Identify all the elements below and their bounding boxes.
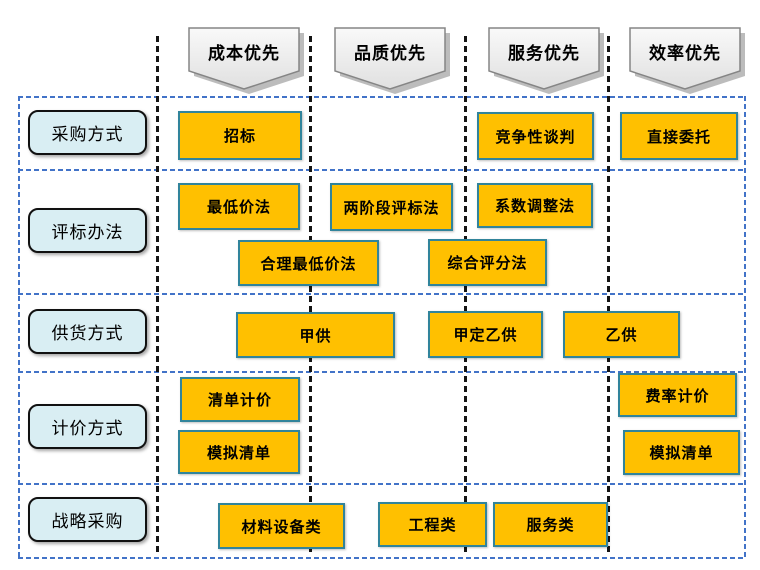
box-direct-commission: 直接委托 xyxy=(620,112,738,160)
frame-right-line xyxy=(744,96,746,559)
banner-efficiency-priority: 效率优先 xyxy=(628,26,748,96)
banner-label: 效率优先 xyxy=(649,43,721,63)
box-lowest-price-method: 最低价法 xyxy=(178,183,300,230)
row-divider-line xyxy=(18,293,745,295)
box-rate-pricing: 费率计价 xyxy=(618,373,737,417)
box-coefficient-adjustment: 系数调整法 xyxy=(477,183,593,228)
box-reasonable-lowest-price: 合理最低价法 xyxy=(238,240,379,286)
box-tender: 招标 xyxy=(178,111,302,160)
row-divider-line xyxy=(18,483,745,485)
banner-quality-priority: 品质优先 xyxy=(333,26,453,96)
box-contractor-supply: 乙供 xyxy=(563,311,680,358)
box-comprehensive-scoring: 综合评分法 xyxy=(428,239,547,286)
row-label-pricing-method: 计价方式 xyxy=(28,404,147,449)
row-label-evaluation-method: 评标办法 xyxy=(28,208,147,253)
banner-service-priority: 服务优先 xyxy=(487,26,607,96)
row-label-strategic-procurement: 战略采购 xyxy=(28,497,147,542)
row-label-procurement-method: 采购方式 xyxy=(28,110,147,155)
banner-shape xyxy=(629,27,741,90)
banner-label: 品质优先 xyxy=(354,43,426,63)
box-competitive-negotiation: 竞争性谈判 xyxy=(477,112,594,160)
row-divider-line xyxy=(18,96,745,98)
box-materials-equipment: 材料设备类 xyxy=(218,503,345,549)
banner-shape xyxy=(188,27,300,90)
column-divider-line xyxy=(156,36,159,556)
row-divider-line xyxy=(18,557,745,559)
box-owner-designated-supply: 甲定乙供 xyxy=(428,311,543,358)
box-owner-supply: 甲供 xyxy=(236,312,395,358)
box-engineering: 工程类 xyxy=(378,502,487,547)
box-simulated-boq-cost: 模拟清单 xyxy=(178,430,300,474)
box-simulated-boq-efficiency: 模拟清单 xyxy=(623,430,740,475)
banner-label: 服务优先 xyxy=(508,43,580,63)
column-divider-line xyxy=(607,36,610,556)
banner-shape xyxy=(334,27,446,90)
frame-left-line xyxy=(18,96,20,559)
box-boq-pricing: 清单计价 xyxy=(180,377,300,422)
row-divider-line xyxy=(18,371,745,373)
box-two-stage-evaluation: 两阶段评标法 xyxy=(330,183,453,231)
banner-label: 成本优先 xyxy=(208,43,280,63)
column-divider-line xyxy=(464,36,467,556)
row-divider-line xyxy=(18,169,745,171)
column-divider-line xyxy=(309,36,312,556)
banner-cost-priority: 成本优先 xyxy=(187,26,307,96)
banner-shape xyxy=(488,27,600,90)
box-services: 服务类 xyxy=(493,502,608,547)
row-label-supply-method: 供货方式 xyxy=(28,309,147,354)
